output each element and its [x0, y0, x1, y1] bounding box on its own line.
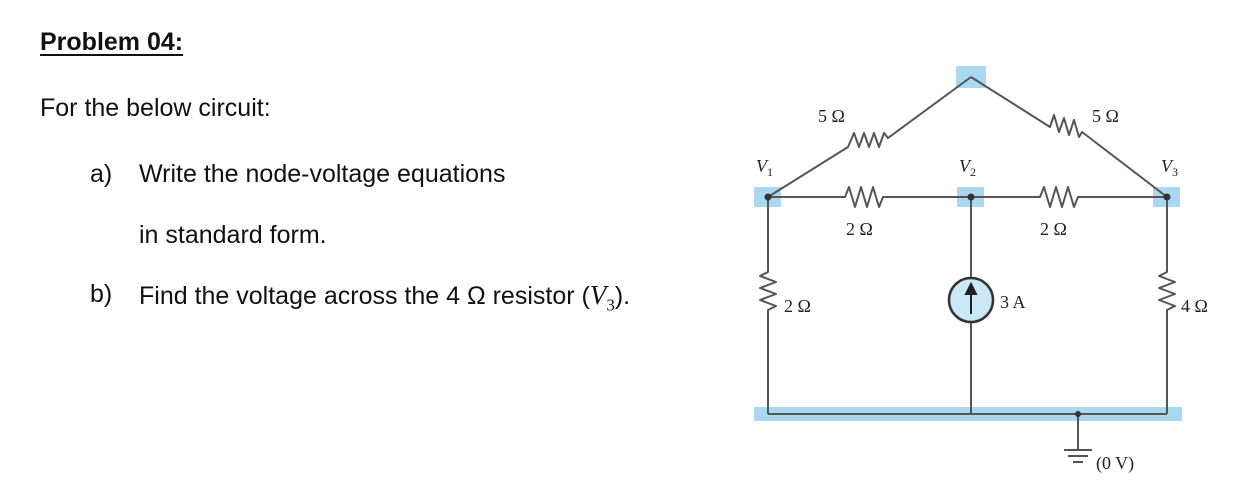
- arrow-up-icon: [964, 281, 978, 314]
- resistor-4ohm-right: [1158, 197, 1176, 414]
- label-ground: (0 V): [1096, 453, 1134, 474]
- resistor-2ohm-left: [759, 197, 777, 414]
- ground-symbol: [1064, 414, 1092, 463]
- item-b-text: Find the voltage across the 4 Ω resistor…: [139, 280, 630, 315]
- item-b-variable: V3: [589, 280, 615, 315]
- problem-intro: For the below circuit:: [40, 94, 271, 122]
- item-a-line1: Write the node-voltage equations: [139, 160, 506, 188]
- label-5ohm-right: 5 Ω: [1092, 106, 1119, 126]
- label-2ohm-mid-left: 2 Ω: [846, 219, 873, 239]
- node-v1-dot: [764, 193, 772, 201]
- ground-dot: [1075, 411, 1081, 417]
- item-a-line2: in standard form.: [139, 221, 327, 249]
- resistor-2ohm-mid-right: [971, 186, 1167, 208]
- label-2ohm-left: 2 Ω: [784, 296, 811, 316]
- label-4ohm-right: 4 Ω: [1181, 296, 1208, 316]
- item-a-letter: a): [90, 160, 113, 188]
- label-2ohm-mid-right: 2 Ω: [1040, 219, 1067, 239]
- label-5ohm-left: 5 Ω: [818, 106, 845, 126]
- resistor-5ohm-right: [970, 76, 1168, 198]
- label-source: 3 A: [1000, 292, 1026, 312]
- item-b-letter: b): [90, 280, 113, 308]
- node-v3-dot: [1163, 193, 1171, 201]
- node-v2-dot: [967, 193, 975, 201]
- circuit-diagram: 5 Ω 5 Ω 2 Ω 2 Ω 2 Ω 4 Ω 3 A (0 V) V1 V2 …: [754, 66, 1208, 474]
- node-v2-label: V2: [959, 156, 976, 179]
- item-b-suffix: ).: [614, 282, 631, 310]
- item-b-prefix: Find the voltage across the 4 Ω resistor…: [139, 282, 590, 310]
- resistor-2ohm-mid-left: [768, 186, 971, 208]
- node-v1-label: V1: [756, 156, 773, 179]
- problem-title: Problem 04:: [40, 28, 184, 56]
- resistor-5ohm-left: [767, 76, 972, 198]
- node-v3-label: V3: [1161, 156, 1178, 179]
